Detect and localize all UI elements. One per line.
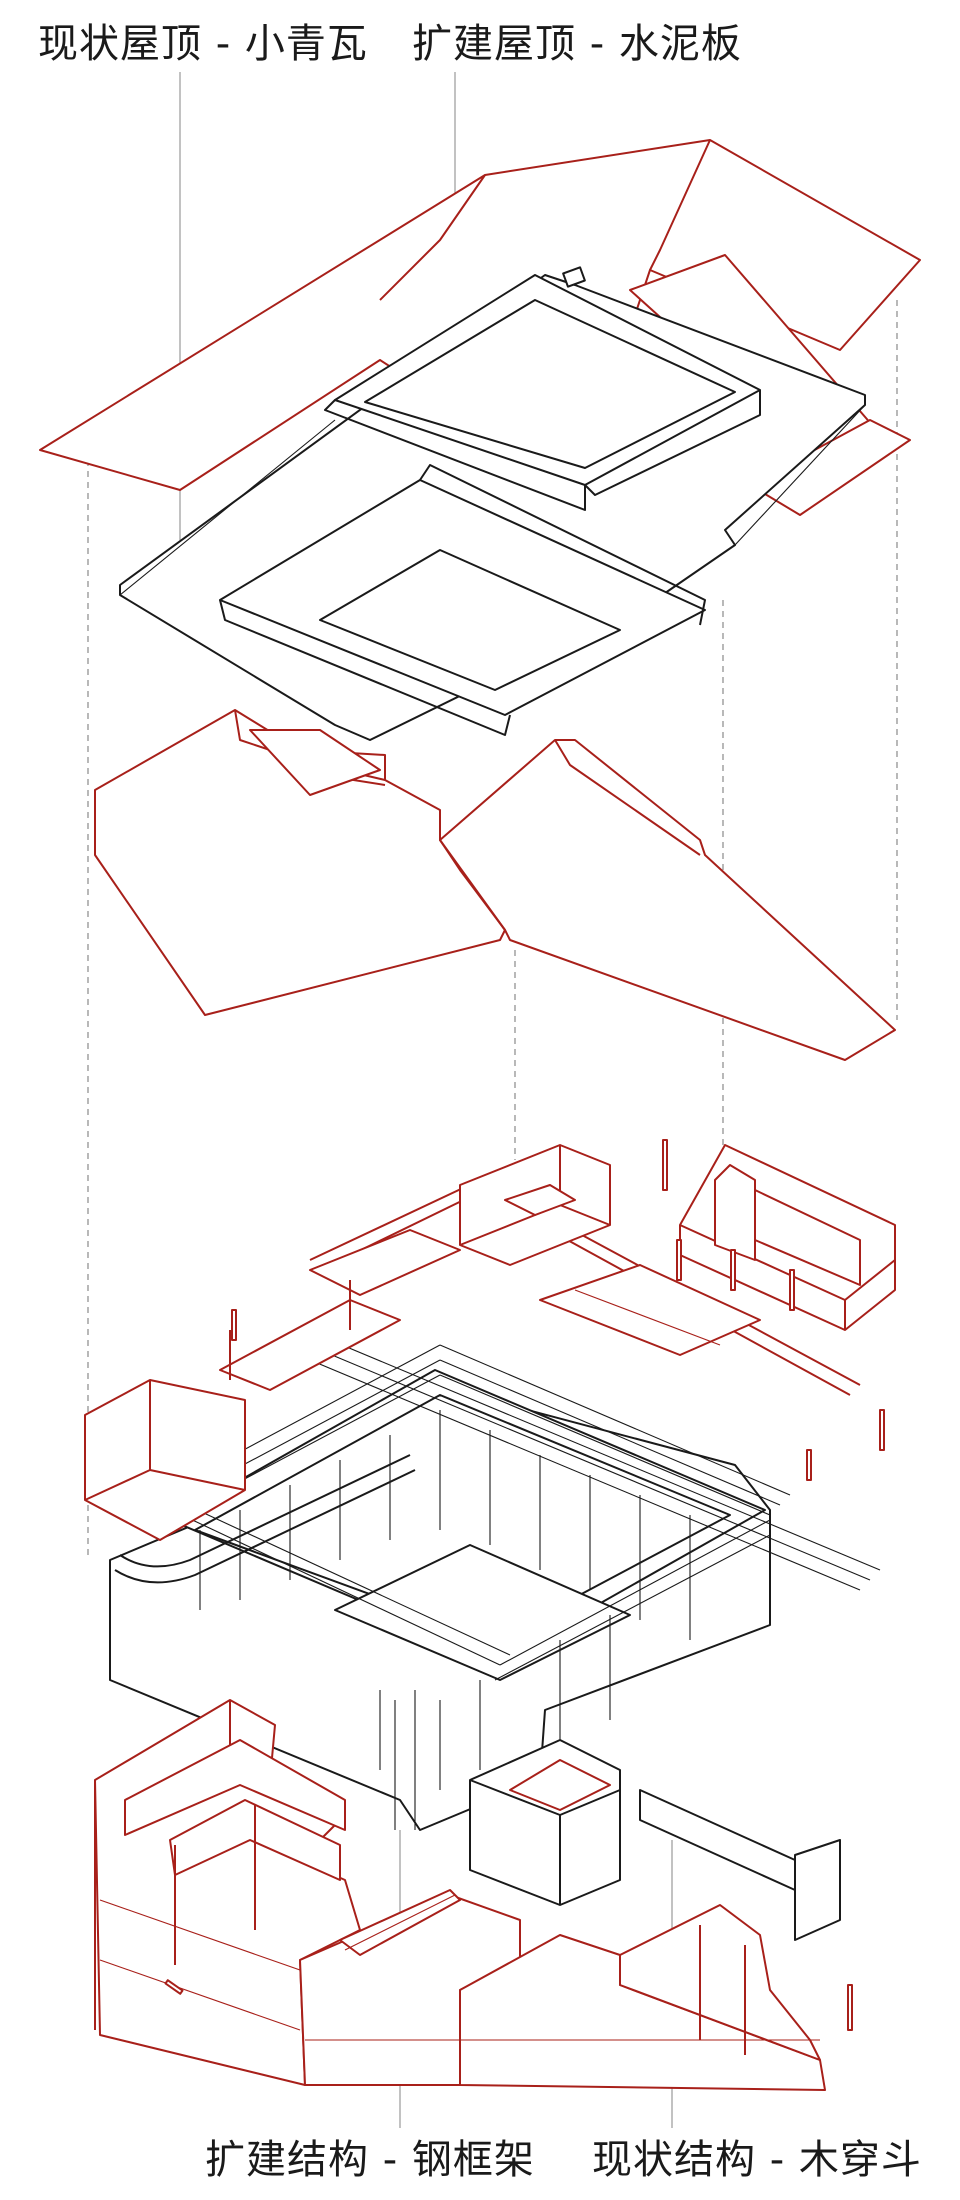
label-existing-structure: 现状结构 - 木穿斗	[592, 2137, 922, 2183]
structural-columns	[199, 1410, 691, 1790]
existing-left-wing	[84, 1229, 461, 1541]
structure-base	[94, 1690, 841, 2091]
label-extension-structure: 扩建结构 - 钢框架	[205, 2137, 535, 2183]
structure-main	[84, 1139, 896, 2031]
extension-roof-concrete	[119, 266, 866, 741]
existing-detached-block	[679, 1144, 896, 1331]
curved-eave	[119, 1454, 411, 1568]
label-existing-roof: 现状屋顶 - 小青瓦	[38, 21, 368, 67]
existing-roof-lower	[94, 709, 896, 1061]
existing-back-wing	[459, 1144, 611, 1266]
label-extension-roof: 扩建屋顶 - 水泥板	[412, 21, 742, 67]
